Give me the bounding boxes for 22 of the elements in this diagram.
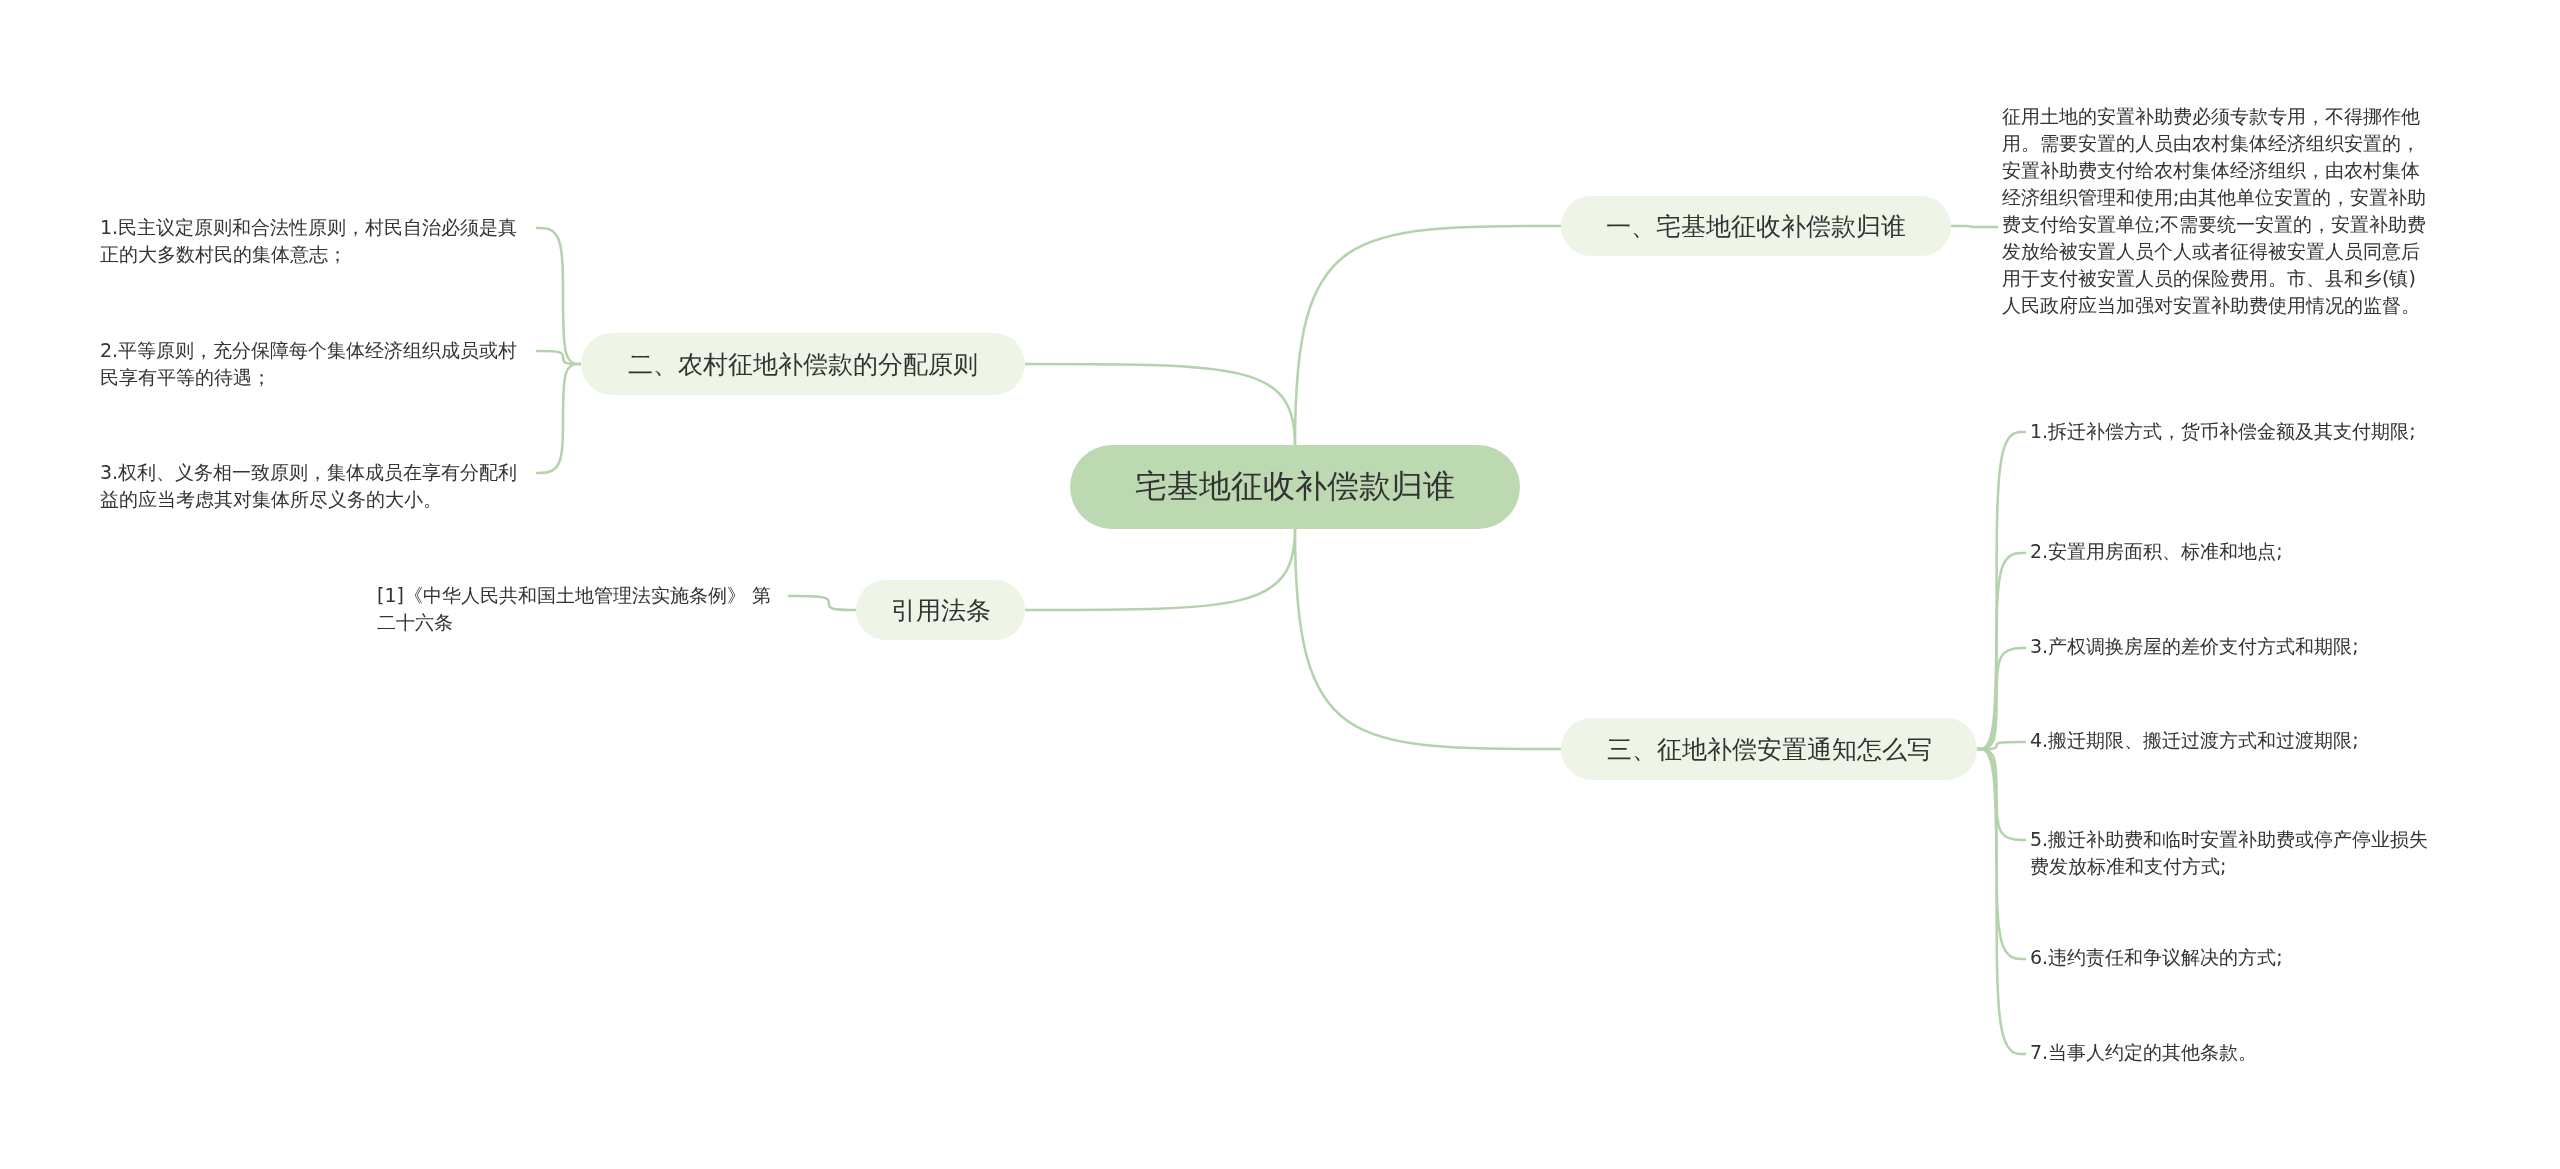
branch-topic: 三、征地补偿安置通知怎么写 [1561, 718, 1977, 780]
leaf-text: 3.产权调换房屋的差价支付方式和期限; [2026, 633, 2451, 663]
branch-topic: 引用法条 [856, 580, 1025, 640]
leaf-text: 6.违约责任和争议解决的方式; [2026, 944, 2451, 974]
branch-connector [1951, 224, 1998, 229]
leaf-text: 1.民主议定原则和合法性原则，村民自治必须是真正的大多数村民的集体意志； [96, 214, 536, 272]
leaf-text: 7.当事人约定的其他条款。 [2026, 1039, 2451, 1069]
branch-topic: 二、农村征地补偿款的分配原则 [581, 333, 1025, 395]
leaf-text: [1]《中华人民共和国土地管理法实施条例》 第二十六条 [373, 582, 788, 640]
leaf-text: 2.平等原则，充分保障每个集体经济组织成员或村民享有平等的待遇； [96, 337, 536, 395]
leaf-text: 1.拆迁补偿方式，货币补偿金额及其支付期限; [2026, 418, 2451, 476]
leaf-text: 征用土地的安置补助费必须专款专用，不得挪作他用。需要安置的人员由农村集体经济组织安置的，安置补助费支付给农村集体经济组织，由农村集体经济组织管理和使用;由其他单位安置的，安置补助费支付给安置单位;不需要统一安置的，安置补助费发放给被安置人员个人或者征得被安置人员同意后用于支付被安置人员的保险费用。市、县和乡(镇)人民政府应当加强对安置补助费使用情况的监督。 [1998, 103, 2438, 351]
leaf-text: 5.搬迁补助费和临时安置补助费或停产停业损失费发放标准和支付方式; [2026, 826, 2451, 884]
leaf-text: 4.搬迁期限、搬迁过渡方式和过渡期限; [2026, 727, 2451, 757]
leaf-text: 3.权利、义务相一致原则，集体成员在享有分配利益的应当考虑其对集体所尽义务的大小。 [96, 459, 536, 517]
leaf-text: 2.安置用房面积、标准和地点; [2026, 538, 2451, 568]
branch-connector [1293, 528, 1561, 751]
branch-topic: 一、宅基地征收补偿款归谁 [1561, 196, 1951, 256]
branch-connector [788, 594, 856, 612]
branch-connector [536, 362, 581, 475]
branch-connector [1025, 362, 1297, 446]
central-topic: 宅基地征收补偿款归谁 [1070, 445, 1520, 529]
